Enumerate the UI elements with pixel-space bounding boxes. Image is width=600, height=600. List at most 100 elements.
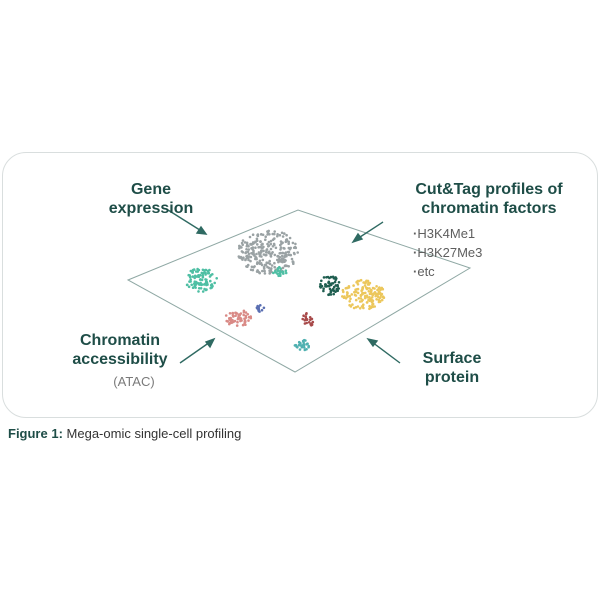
cluster-pink bbox=[224, 309, 253, 327]
cluster-blue bbox=[255, 304, 266, 313]
cell-point bbox=[367, 281, 370, 285]
cell-point bbox=[341, 288, 345, 292]
cell-point bbox=[368, 296, 371, 299]
cell-point bbox=[203, 283, 206, 286]
cluster-teal bbox=[185, 267, 218, 293]
cell-point bbox=[351, 303, 354, 306]
cell-point bbox=[367, 290, 371, 293]
cell-point bbox=[294, 242, 297, 246]
cell-point bbox=[367, 298, 370, 302]
cell-point bbox=[308, 316, 312, 319]
cell-point bbox=[284, 269, 288, 273]
cell-point bbox=[348, 294, 352, 298]
cell-point bbox=[305, 348, 308, 351]
cell-point bbox=[246, 243, 249, 246]
cell-point bbox=[243, 241, 247, 244]
cell-point bbox=[191, 286, 195, 290]
cell-point bbox=[230, 321, 234, 324]
cell-point bbox=[193, 282, 196, 286]
cell-point bbox=[348, 303, 351, 307]
cell-point bbox=[270, 264, 274, 267]
cell-point bbox=[204, 278, 207, 281]
arrow-gene-expression bbox=[167, 209, 204, 233]
cell-point bbox=[201, 283, 204, 286]
cell-clusters bbox=[185, 229, 386, 352]
cell-point bbox=[371, 299, 375, 303]
cell-point bbox=[276, 258, 279, 262]
cell-point bbox=[251, 241, 255, 244]
cell-point bbox=[276, 254, 280, 258]
cell-point bbox=[365, 287, 369, 291]
cell-point bbox=[242, 313, 245, 317]
cell-point bbox=[298, 341, 301, 344]
cell-point bbox=[365, 294, 369, 298]
cell-point bbox=[282, 246, 286, 250]
cell-point bbox=[224, 314, 228, 317]
cell-point bbox=[211, 284, 214, 288]
cell-point bbox=[280, 254, 284, 258]
cell-point bbox=[373, 291, 377, 294]
caption-text: Mega-omic single-cell profiling bbox=[66, 426, 242, 441]
cell-point bbox=[322, 289, 325, 293]
cell-point bbox=[213, 281, 216, 285]
cell-point bbox=[247, 258, 250, 262]
cell-point bbox=[281, 251, 285, 255]
cell-point bbox=[244, 311, 248, 314]
cell-point bbox=[284, 271, 288, 275]
cell-point bbox=[368, 307, 371, 311]
cell-point bbox=[289, 246, 293, 250]
cell-point bbox=[247, 315, 251, 319]
cell-point bbox=[281, 266, 285, 270]
cell-point bbox=[273, 261, 276, 265]
arrow-gene-expression-head bbox=[195, 225, 208, 235]
cell-point bbox=[334, 284, 338, 287]
cell-point bbox=[188, 274, 191, 277]
cell-point bbox=[349, 297, 352, 301]
cell-point bbox=[298, 348, 302, 351]
cell-point bbox=[302, 341, 305, 344]
cell-point bbox=[270, 267, 273, 270]
cell-point bbox=[370, 292, 373, 296]
cell-point bbox=[356, 305, 360, 308]
cell-point bbox=[263, 272, 267, 275]
cell-point bbox=[309, 318, 312, 322]
cell-point bbox=[265, 248, 269, 251]
cell-point bbox=[332, 289, 336, 293]
cell-point bbox=[196, 270, 199, 273]
arrow-chromatin bbox=[179, 341, 211, 364]
cell-point bbox=[329, 293, 333, 296]
cell-point bbox=[254, 240, 257, 243]
cell-point bbox=[287, 265, 291, 268]
cell-point bbox=[345, 293, 349, 297]
cell-point bbox=[332, 285, 336, 289]
cell-point bbox=[353, 291, 356, 294]
cell-point bbox=[257, 251, 261, 254]
cell-point bbox=[269, 247, 273, 251]
cell-point bbox=[245, 248, 248, 251]
cell-point bbox=[329, 275, 333, 279]
cell-point bbox=[368, 304, 371, 308]
cell-point bbox=[255, 262, 259, 266]
cell-point bbox=[247, 319, 250, 322]
cell-point bbox=[263, 269, 266, 273]
cell-point bbox=[251, 233, 255, 236]
cell-point bbox=[325, 276, 328, 279]
cell-point bbox=[337, 281, 341, 284]
cell-point bbox=[332, 292, 336, 296]
cell-point bbox=[363, 296, 367, 300]
cell-point bbox=[327, 284, 331, 288]
cell-point bbox=[271, 251, 274, 254]
cell-point bbox=[237, 255, 241, 258]
cell-point bbox=[329, 290, 333, 294]
cell-point bbox=[259, 304, 262, 307]
cell-point bbox=[192, 268, 196, 271]
cell-point bbox=[328, 282, 331, 285]
cell-point bbox=[361, 287, 365, 291]
cell-point bbox=[365, 301, 369, 304]
cell-point bbox=[274, 246, 278, 250]
cell-point bbox=[250, 252, 253, 255]
cell-point bbox=[288, 253, 292, 257]
cell-point bbox=[281, 235, 285, 238]
cell-point bbox=[276, 233, 279, 236]
cluster-cyan bbox=[293, 338, 311, 352]
